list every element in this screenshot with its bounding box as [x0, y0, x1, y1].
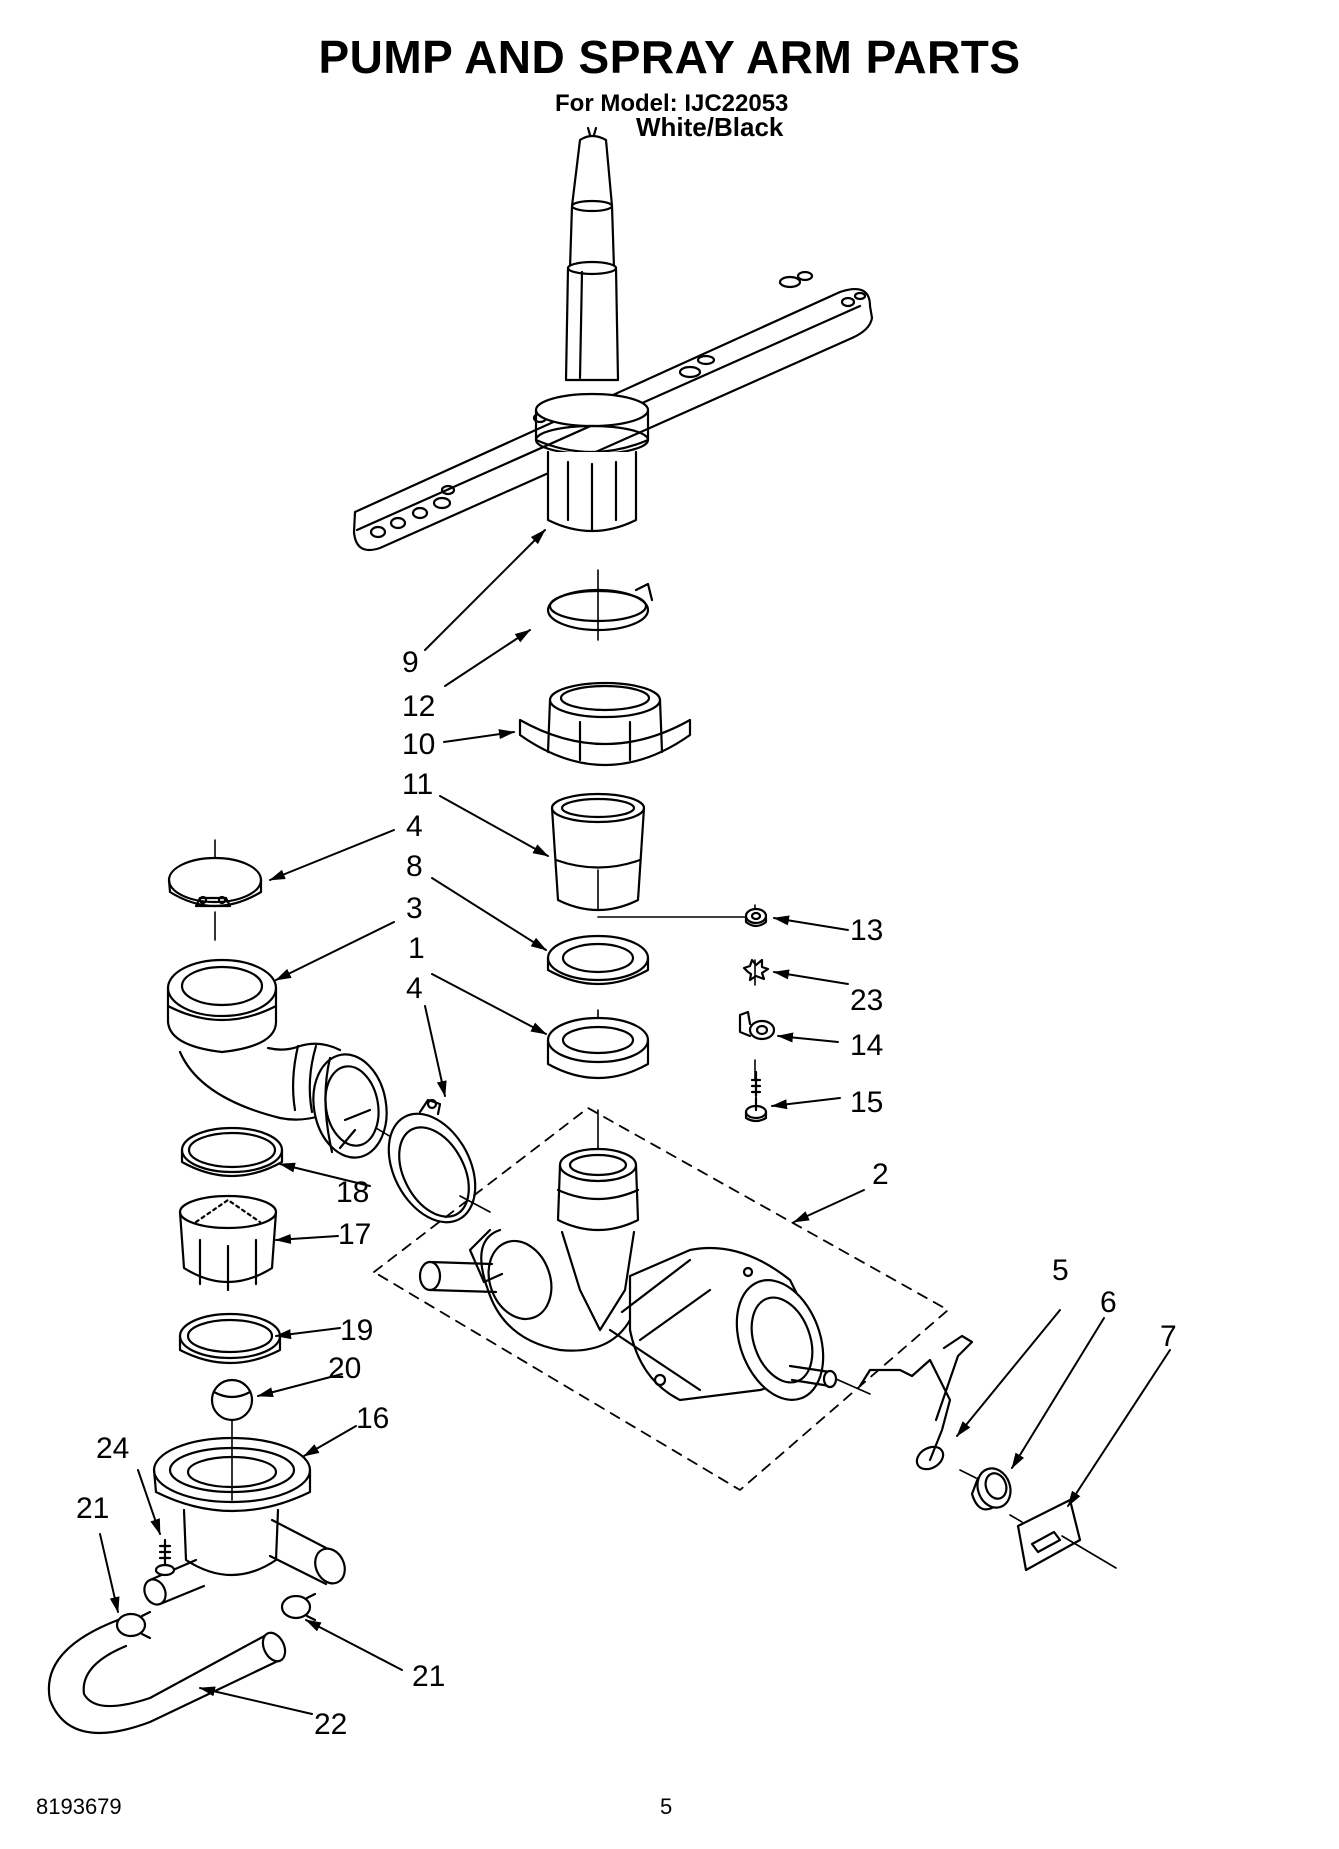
callout-6: 6	[1100, 1286, 1117, 1319]
part-8-seal	[546, 934, 650, 985]
part-6-bushing	[959, 1467, 1012, 1511]
callout-labels: 9 12 10 11 4 8 3 1 4 13 23 14 15 2 5 6 7…	[76, 646, 1177, 1741]
part-16-sump	[143, 1419, 346, 1606]
callout-23: 23	[850, 984, 883, 1017]
document-number: 8193679	[36, 1794, 122, 1819]
callout-20: 20	[328, 1352, 361, 1385]
callout-leaders	[99, 529, 1171, 1715]
part-19-ring	[178, 1312, 282, 1364]
part-11-cup	[550, 792, 646, 912]
spray-arm-assembly	[352, 126, 874, 552]
callout-3: 3	[406, 892, 423, 925]
callout-13: 13	[850, 914, 883, 947]
callout-16: 16	[356, 1402, 389, 1435]
callout-9: 9	[402, 646, 419, 679]
part-4-clamp-upper	[167, 839, 263, 941]
hardware-stack	[738, 907, 776, 1123]
callout-24: 24	[96, 1432, 129, 1465]
callout-4-upper: 4	[406, 810, 423, 843]
callout-15: 15	[850, 1086, 883, 1119]
page-number: 5	[660, 1794, 673, 1819]
part-5-spring-clip	[858, 1334, 974, 1471]
model-color: White/Black	[636, 112, 784, 142]
part-3-elbow-hose	[166, 958, 397, 1159]
callout-10: 10	[402, 728, 435, 761]
part-2-pump-motor	[373, 1107, 949, 1491]
model-number: For Model: IJC22053	[555, 90, 789, 117]
callout-22: 22	[314, 1708, 347, 1741]
part-22-hose	[47, 1618, 287, 1734]
callout-21-right: 21	[412, 1660, 445, 1693]
callout-14: 14	[850, 1029, 883, 1062]
part-1-seal	[546, 1016, 650, 1079]
callout-18: 18	[336, 1176, 369, 1209]
callout-1: 1	[408, 932, 425, 965]
part-12-snap-ring	[546, 582, 654, 632]
callout-8: 8	[406, 850, 423, 883]
callout-4-lower: 4	[406, 972, 423, 1005]
callout-17: 17	[338, 1218, 371, 1251]
callout-5: 5	[1052, 1254, 1069, 1287]
page-title: PUMP AND SPRAY ARM PARTS	[318, 31, 1021, 83]
callout-19: 19	[340, 1314, 373, 1347]
part-10-retainer	[518, 681, 692, 767]
callout-11: 11	[402, 768, 433, 801]
part-4-clamp-lower	[387, 1098, 491, 1224]
callout-12: 12	[402, 690, 435, 723]
part-20-ball	[210, 1378, 254, 1422]
part-7-plate	[1009, 1498, 1117, 1572]
callout-2: 2	[872, 1158, 889, 1191]
part-21-clamps	[115, 1592, 317, 1640]
part-17-filter	[178, 1194, 278, 1292]
part-18-ring	[180, 1126, 284, 1177]
part-24-screw	[154, 1538, 176, 1577]
callout-7: 7	[1160, 1320, 1177, 1353]
callout-21-left: 21	[76, 1492, 109, 1525]
